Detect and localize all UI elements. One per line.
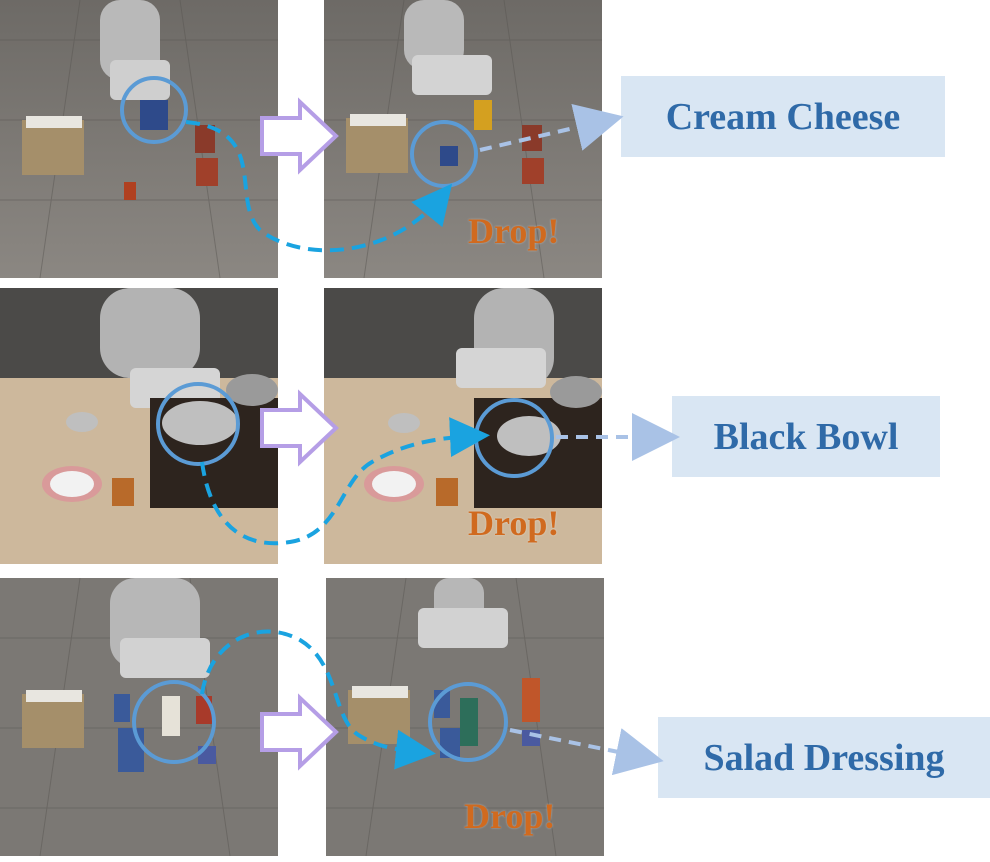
- pointer-arrow-1: [479, 103, 624, 152]
- pointer-arrow-3: [509, 728, 664, 776]
- drop-circle-1: [410, 120, 478, 188]
- grasp-circle-3: [132, 680, 216, 764]
- transition-arrow-2: [260, 389, 339, 467]
- drop-circle-3: [428, 682, 508, 762]
- trajectory-2: [200, 417, 490, 546]
- transition-arrow-1: [260, 97, 339, 175]
- row1-annotations: [120, 76, 624, 253]
- trajectory-3: [200, 629, 436, 770]
- grasp-circle-1: [120, 76, 188, 144]
- row3-annotations: [132, 629, 664, 776]
- row2-annotations: [156, 382, 680, 546]
- scene-after-1: [324, 0, 602, 278]
- drop-circle-2: [474, 398, 554, 478]
- trajectory-1: [185, 120, 453, 253]
- object-label-cream-cheese: Cream Cheese: [621, 76, 945, 157]
- row-cream-cheese: Cream Cheese Drop!: [0, 0, 990, 278]
- drop-text-1: Drop!: [468, 211, 560, 251]
- transition-arrow-3: [260, 693, 339, 771]
- grasp-circle-2: [156, 382, 240, 466]
